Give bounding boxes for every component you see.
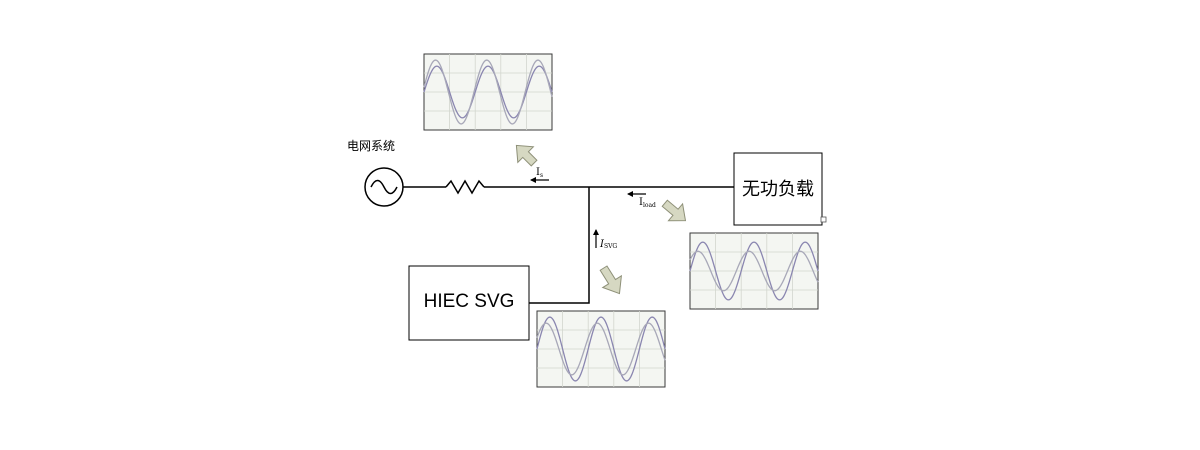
callout-arrow-svg: [599, 265, 622, 295]
load-label: 无功负载: [742, 179, 814, 200]
svg-current-symbol: I: [599, 239, 605, 250]
load-current-subscript: load: [643, 202, 656, 209]
resize-handle: [820, 216, 827, 223]
source-label: 电网系统: [347, 139, 395, 153]
svg-text:Is: Is: [536, 167, 543, 179]
load-current-symbol: I: [639, 197, 643, 208]
ac-source-icon: [364, 167, 404, 207]
grid-current-subscript: s: [540, 172, 543, 179]
grid-current-symbol: I: [536, 167, 540, 178]
svg-text:ISVG: ISVG: [599, 239, 617, 250]
load-current-indicator: Iload: [627, 191, 656, 209]
svg-branch-line: [529, 187, 590, 304]
waveform-trace: [536, 322, 666, 376]
callout-arrow-load: [661, 199, 687, 222]
waveform-trace: [423, 59, 553, 125]
callout-arrow-grid: [515, 144, 538, 167]
svg-device-box: HIEC SVG: [408, 265, 530, 341]
svg-current-indicator: ISVG: [593, 229, 617, 250]
waveform-trace: [689, 241, 819, 301]
svg-text:Iload: Iload: [639, 197, 656, 209]
waveform-trace: [536, 316, 666, 382]
grid-current-indicator: Is: [530, 167, 549, 183]
scope-load-current: [689, 232, 819, 310]
scope-grid-current: [423, 53, 553, 131]
svg-device-label: HIEC SVG: [424, 291, 515, 312]
main-bus-line: [403, 179, 734, 195]
scope-svg-current: [536, 310, 666, 388]
resistor-icon: [445, 179, 485, 195]
svg-current-subscript: SVG: [604, 243, 617, 250]
reactive-load-box: 无功负载: [733, 152, 827, 226]
waveform-trace: [689, 250, 819, 292]
